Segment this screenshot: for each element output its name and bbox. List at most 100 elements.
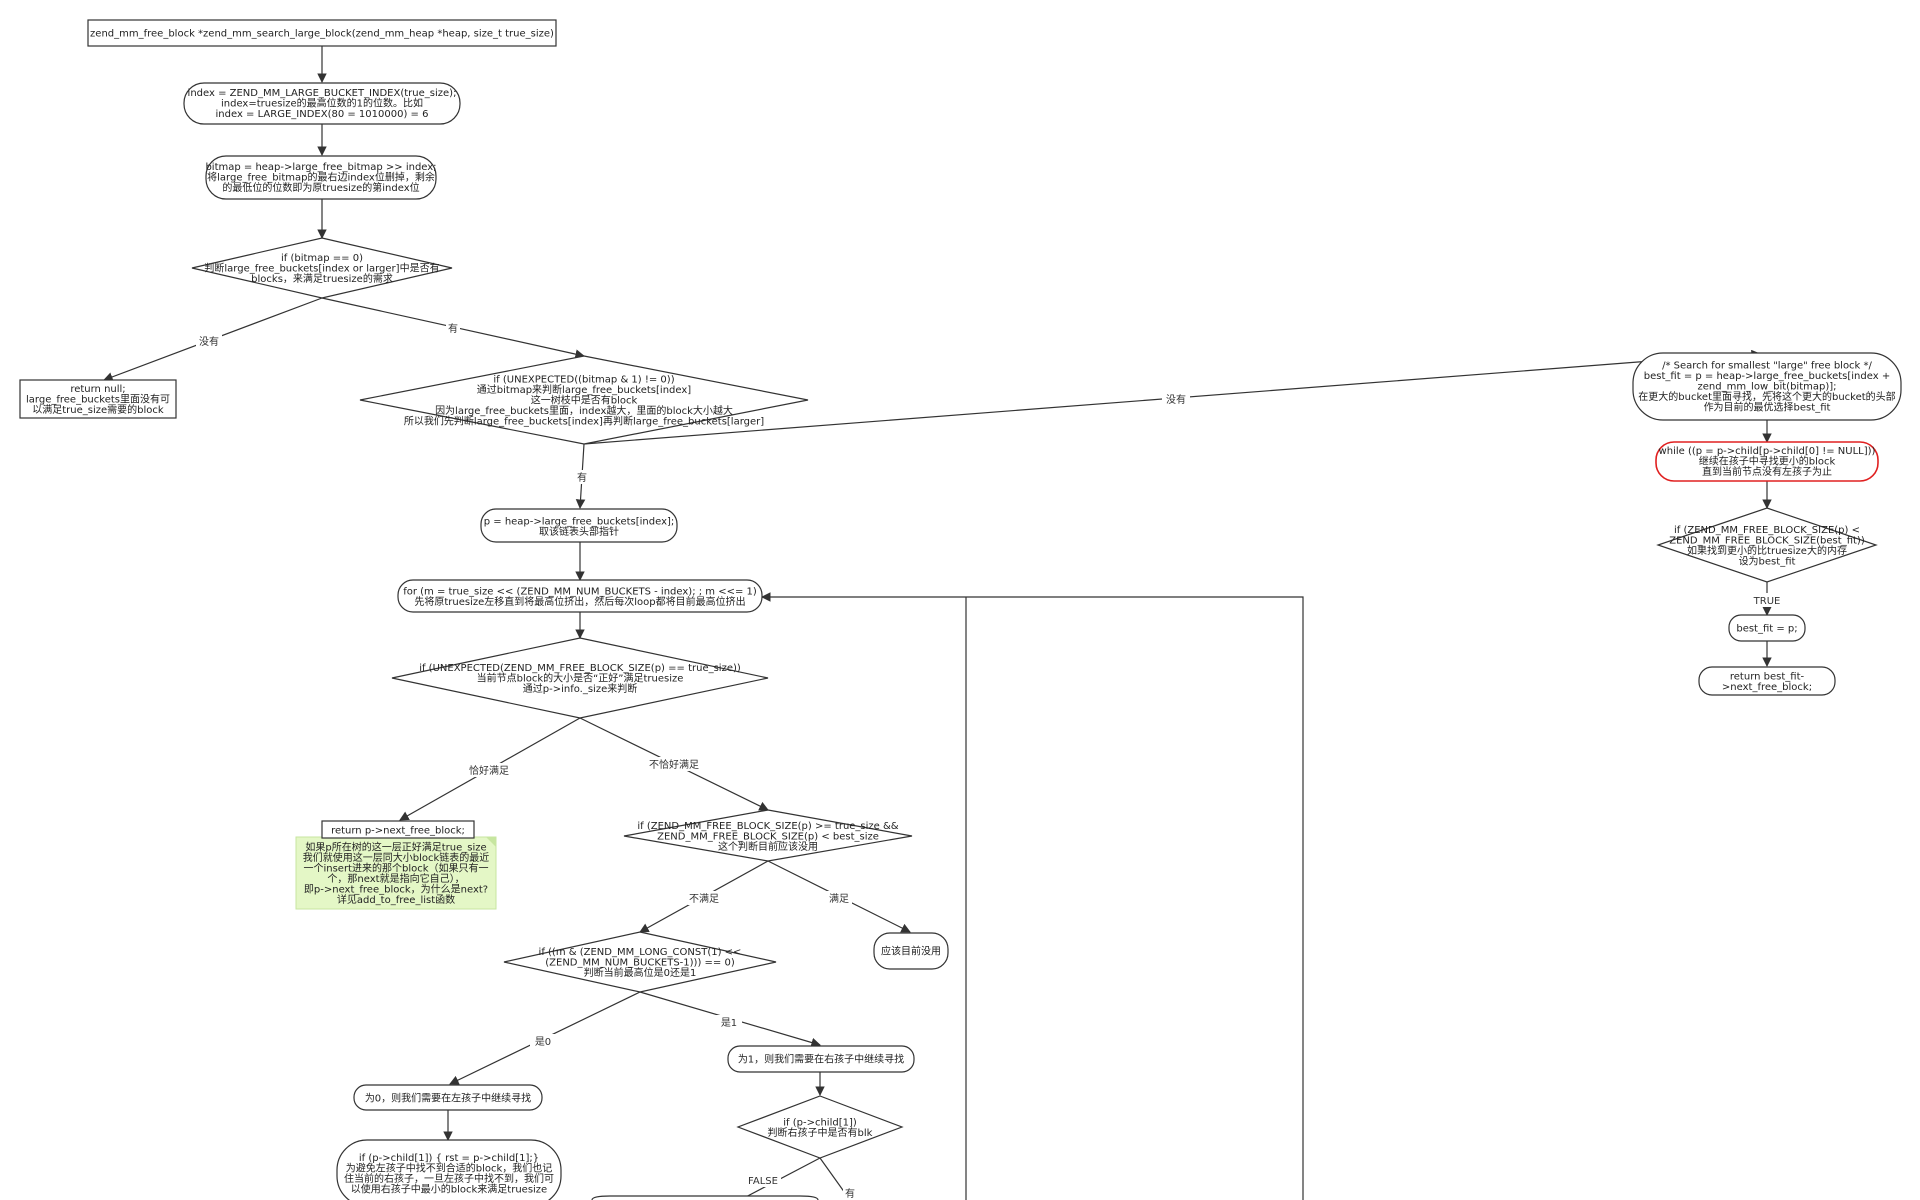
node-unused[interactable] bbox=[873, 932, 949, 970]
node-text-line: 在更大的bucket里面寻找，先将这个更大的bucket的头部 bbox=[1638, 390, 1895, 403]
node-if-m[interactable] bbox=[503, 931, 777, 993]
node-text-line: if (p->child[1]) bbox=[783, 1117, 857, 1128]
node-return-null-text: return null;large_free_buckets里面没有可以满足tr… bbox=[26, 384, 170, 416]
node-text-line: 如果找到更小的比truesize大的内存 bbox=[1687, 544, 1847, 557]
note-fold-icon bbox=[486, 837, 496, 847]
node-text-line: 即p->next_free_block，为什么是next? bbox=[304, 883, 488, 895]
node-text-line: 设为best_fit bbox=[1739, 555, 1796, 567]
label-not-satisfied: 不满足 bbox=[689, 893, 719, 905]
node-text-line: 所以我们先判断large_free_buckets[index]再判断large… bbox=[404, 415, 764, 428]
node-search-smallest-text: /* Search for smallest "large" free bloc… bbox=[1638, 361, 1895, 414]
node-text-line: 我们就使用这一层同大小block链表的最近 bbox=[303, 851, 490, 864]
node-if-unexpected[interactable] bbox=[359, 355, 809, 445]
node-text-line: blocks，来满足truesize的需求 bbox=[251, 272, 393, 285]
node-index[interactable] bbox=[183, 82, 461, 125]
node-text-line: p = heap->large_free_buckets[index]; bbox=[484, 516, 675, 527]
node-text-line: return null; bbox=[70, 384, 125, 395]
node-text-line: large_free_buckets里面没有可 bbox=[26, 393, 170, 406]
edges bbox=[103, 46, 1772, 1200]
node-p-heap-text: p = heap->large_free_buckets[index];取该链表… bbox=[484, 516, 675, 538]
node-partial-bottom bbox=[591, 1195, 819, 1200]
node-text-line: 这个判断目前应该没用 bbox=[718, 840, 818, 853]
node-text-line: if (p->child[1]) { rst = p->child[1];} bbox=[359, 1153, 539, 1164]
node-return-best[interactable] bbox=[1698, 666, 1836, 696]
node-text-line: bitmap = heap->large_free_bitmap >> inde… bbox=[205, 162, 436, 173]
node-title[interactable] bbox=[87, 19, 557, 47]
label-bit-one: 是1 bbox=[721, 1017, 737, 1029]
node-if-ge-text: if (ZEND_MM_FREE_BLOCK_SIZE(p) >= true_s… bbox=[637, 821, 898, 853]
node-bitmap[interactable] bbox=[205, 155, 437, 200]
node-text-line: >next_free_block; bbox=[1722, 682, 1812, 693]
node-text-line: if (UNEXPECTED((bitmap & 1) != 0)) bbox=[493, 375, 674, 386]
label-has-in-bucket: 有 bbox=[577, 471, 587, 484]
node-text-line: zend_mm_free_block *zend_mm_search_large… bbox=[90, 29, 554, 40]
label-satisfied: 满足 bbox=[829, 893, 849, 905]
node-text-line: 继续在孩子中寻找更小的block bbox=[1699, 455, 1836, 468]
node-text-line: if ((m & (ZEND_MM_LONG_CONST(1) << bbox=[539, 947, 742, 958]
node-index-text: index = ZEND_MM_LARGE_BUCKET_INDEX(true_… bbox=[188, 88, 457, 120]
label-no-in-bucket: 没有 bbox=[1166, 393, 1186, 406]
node-if-child1[interactable] bbox=[736, 1095, 904, 1159]
node-while-child[interactable] bbox=[1655, 441, 1879, 482]
node-text-line: if (UNEXPECTED(ZEND_MM_FREE_BLOCK_SIZE(p… bbox=[419, 663, 741, 674]
node-text-line: if (bitmap == 0) bbox=[281, 253, 363, 264]
node-text-line: 判断当前最高位是0还是1 bbox=[584, 966, 697, 979]
node-if-bitmap[interactable] bbox=[191, 237, 453, 299]
node-return-next-text: return p->next_free_block; bbox=[331, 826, 465, 837]
node-text-line: 详见add_to_free_list函数 bbox=[337, 893, 455, 906]
node-for-loop[interactable] bbox=[397, 579, 763, 613]
node-text-line: 应该目前没用 bbox=[881, 945, 941, 958]
label-no-blocks: 没有 bbox=[199, 335, 219, 348]
node-text-line: zend_mm_low_bit(bitmap)]; bbox=[1697, 382, 1836, 393]
node-text-line: return best_fit- bbox=[1730, 671, 1805, 682]
node-unused-text: 应该目前没用 bbox=[881, 945, 941, 958]
node-text-line: 作为目前的最优选择best_fit bbox=[1704, 401, 1831, 414]
node-return-next[interactable] bbox=[321, 820, 475, 839]
node-text-line: 先将原truesize左移直到将最高位挤出，然后每次loop都将目前最高位挤出 bbox=[414, 595, 745, 608]
node-search-smallest[interactable] bbox=[1632, 352, 1902, 421]
node-text-line: 通过p->info._size来判断 bbox=[523, 682, 637, 695]
node-if-unexpected-text: if (UNEXPECTED((bitmap & 1) != 0))通过bitm… bbox=[404, 375, 764, 428]
node-text-line: 当前节点block的大小是否“正好”满足truesize bbox=[477, 672, 684, 685]
node-text-line: 一个insert进来的那个block（如果只有一 bbox=[303, 861, 488, 874]
node-if-rst-text: if (p->child[1]) { rst = p->child[1];}为避… bbox=[344, 1153, 554, 1196]
label-not-exact: 不恰好满足 bbox=[649, 758, 699, 771]
node-text-line: index = ZEND_MM_LARGE_BUCKET_INDEX(true_… bbox=[188, 88, 457, 99]
node-return-null[interactable] bbox=[19, 379, 177, 419]
node-is-one[interactable] bbox=[727, 1045, 915, 1073]
node-if-best-text: if (ZEND_MM_FREE_BLOCK_SIZE(p) <ZEND_MM_… bbox=[1669, 525, 1865, 568]
node-text-line: 通过bitmap来判断large_free_buckets[index] bbox=[477, 383, 691, 396]
node-for-loop-text: for (m = true_size << (ZEND_MM_NUM_BUCKE… bbox=[403, 586, 757, 608]
node-text-line: 直到当前节点没有左孩子为止 bbox=[1702, 465, 1832, 478]
node-text-line: best_fit = p = heap->large_free_buckets[… bbox=[1644, 371, 1890, 382]
node-text-line: 为0，则我们需要在左孩子中继续寻找 bbox=[365, 1092, 531, 1105]
node-is-zero[interactable] bbox=[353, 1084, 543, 1111]
label-has-blocks: 有 bbox=[448, 322, 458, 335]
node-title-text: zend_mm_free_block *zend_mm_search_large… bbox=[90, 29, 554, 40]
node-text-line: (ZEND_MM_NUM_BUCKETS-1))) == 0) bbox=[545, 958, 735, 969]
node-is-one-text: 为1，则我们需要在右孩子中继续寻找 bbox=[738, 1053, 904, 1066]
node-text-line: 以使用右孩子中最小的block来满足truesize bbox=[351, 1182, 547, 1195]
node-if-m-text: if ((m & (ZEND_MM_LONG_CONST(1) <<(ZEND_… bbox=[539, 947, 742, 979]
node-if-best[interactable] bbox=[1656, 507, 1878, 583]
node-text-line: 取该链表头部指针 bbox=[539, 525, 619, 538]
node-if-rst[interactable] bbox=[336, 1139, 562, 1200]
node-text-line: index = LARGE_INDEX(80 = 1010000) = 6 bbox=[216, 109, 429, 120]
node-text-line: 判断large_free_buckets[index or larger]中是否… bbox=[204, 262, 439, 275]
node-text-line: /* Search for smallest "large" free bloc… bbox=[1662, 361, 1872, 372]
node-note bbox=[295, 836, 497, 910]
label-exact: 恰好满足 bbox=[469, 764, 509, 777]
node-text-line: 如果p所在树的这一层正好满足true_size bbox=[305, 840, 486, 853]
node-best-fit-p-text: best_fit = p; bbox=[1736, 624, 1797, 635]
node-text-line: index=truesize的最高位数的1的位数。比如 bbox=[221, 97, 423, 110]
node-text-line: if (ZEND_MM_FREE_BLOCK_SIZE(p) < bbox=[1674, 525, 1860, 536]
node-if-size-eq[interactable] bbox=[391, 637, 769, 719]
node-best-fit-p[interactable] bbox=[1728, 614, 1806, 642]
node-text-line: return p->next_free_block; bbox=[331, 826, 465, 837]
node-if-ge[interactable] bbox=[623, 809, 913, 862]
node-p-heap[interactable] bbox=[480, 508, 678, 543]
node-text-line: 因为large_free_buckets里面，index越大，里面的block大… bbox=[435, 404, 733, 417]
node-if-bitmap-text: if (bitmap == 0)判断large_free_buckets[ind… bbox=[204, 253, 439, 285]
